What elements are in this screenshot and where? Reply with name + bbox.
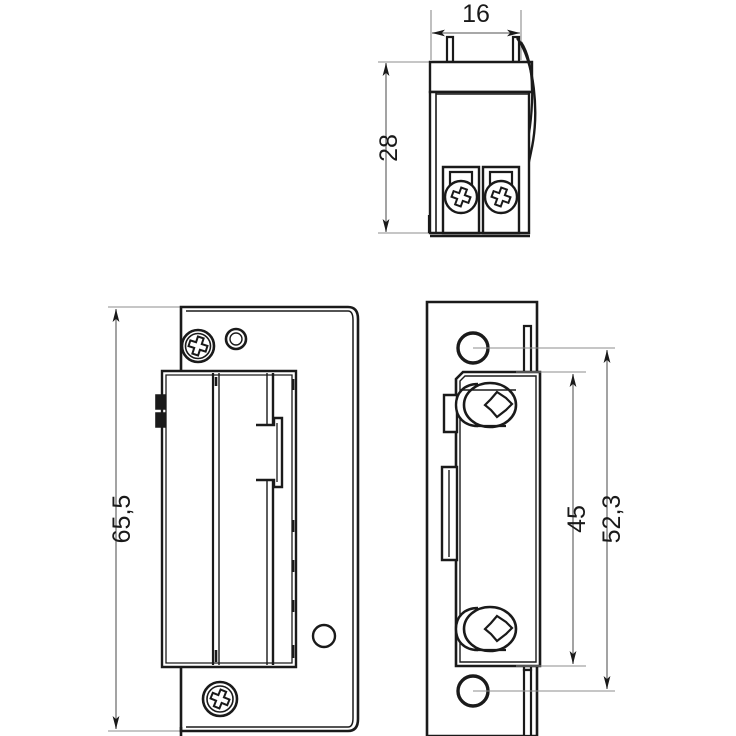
dimension-28: 28 [375, 63, 403, 232]
top-view-terminal-left [441, 165, 481, 235]
side-view-tab-lower [155, 412, 166, 428]
dimension-52-3: 52,3 [598, 350, 626, 689]
front-view-body [454, 370, 542, 668]
side-view-top-screw-cross [187, 335, 209, 357]
front-view-top-screw [454, 381, 518, 429]
dimension-52-3-label: 52,3 [598, 495, 626, 544]
dimension-45: 45 [563, 374, 591, 664]
side-view-top-hole [224, 327, 248, 351]
top-view-height-extension-lines [378, 61, 436, 234]
dimension-16: 16 [432, 0, 520, 37]
top-view-pin-left [445, 35, 455, 64]
top-view: 16 28 [375, 0, 537, 238]
top-view-terminal-right [481, 165, 521, 235]
dimension-28-label: 28 [375, 134, 403, 162]
dimension-45-label: 45 [563, 505, 591, 533]
side-view-bottom-screw [201, 680, 239, 718]
side-view: 65,5 [108, 305, 360, 736]
side-view-latch-tongue [256, 416, 284, 489]
top-view-screw-right-cross [490, 186, 512, 208]
side-view-body-inner [165, 374, 293, 664]
side-view-faceplate-inner-outline [186, 310, 354, 728]
side-view-body [160, 369, 298, 669]
top-view-faceplate [428, 60, 534, 94]
dimension-65-5: 65,5 [108, 309, 136, 729]
side-view-tab-upper [155, 394, 166, 410]
front-view: 45 52,3 [425, 300, 626, 736]
side-view-extension-lines [108, 306, 188, 732]
side-view-top-screw [180, 328, 216, 364]
top-view-screw-left-cross [450, 186, 472, 208]
dimension-16-label: 16 [462, 0, 490, 28]
front-view-latch-strip-lower [522, 668, 533, 736]
front-view-notch-upper [442, 393, 459, 434]
side-view-bottom-screw-cross [209, 688, 231, 710]
side-view-lower-hole [311, 623, 337, 649]
front-view-bottom-screw-cross [483, 614, 514, 643]
dimension-65-5-label: 65,5 [108, 495, 136, 544]
front-view-top-screw-cross [483, 390, 514, 419]
top-view-dimension-extension-lines [430, 10, 522, 60]
front-view-bottom-screw [454, 605, 518, 653]
front-view-extension-lines [473, 347, 615, 692]
